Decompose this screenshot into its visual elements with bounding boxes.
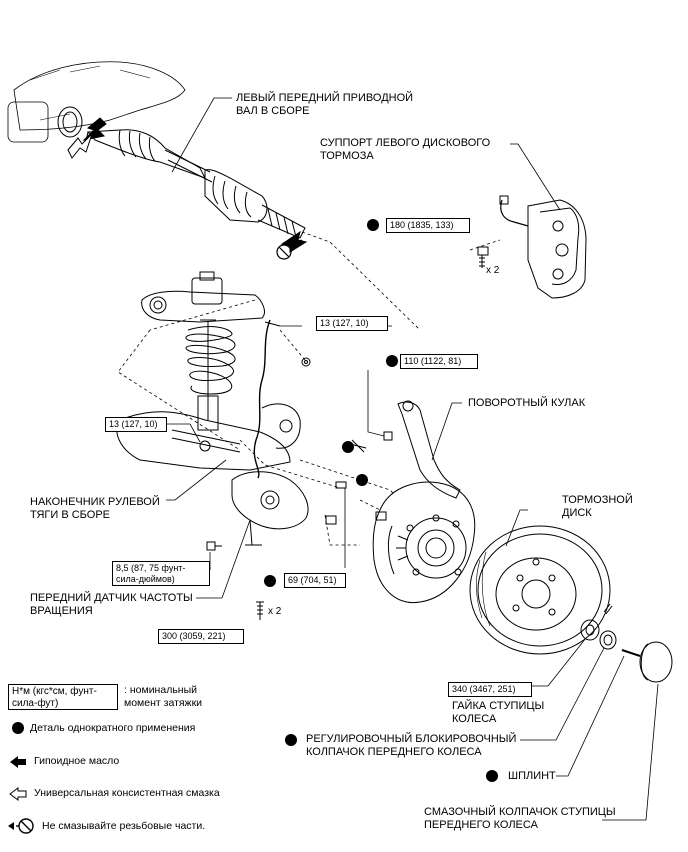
torque-lower-bolt: 300 (3059, 221) bbox=[158, 629, 244, 644]
tie-rod-end-label: НАКОНЕЧНИК РУЛЕВОЙ ТЯГИ В СБОРЕ bbox=[30, 496, 160, 521]
legend-unit-box: Н*м (кгс*см, фунт- сила-фут) bbox=[8, 684, 118, 710]
single-use-dot-lower-nut bbox=[264, 575, 276, 587]
knuckle-drawing bbox=[325, 400, 476, 604]
leader-lines bbox=[160, 97, 659, 821]
drive-shaft-label: ЛЕВЫЙ ПЕРЕДНИЙ ПРИВОДНОЙ ВАЛ В СБОРЕ bbox=[236, 92, 414, 117]
knuckle-label: ПОВОРОТНЫЙ КУЛАК bbox=[468, 397, 586, 409]
caliper-label: СУППОРТ ЛЕВОГО ДИСКОВОГО ТОРМОЗА bbox=[320, 137, 491, 162]
torque-hub-nut: 340 (3467, 251) bbox=[448, 682, 532, 697]
legend-grease: Универсальная консистентная смазка bbox=[34, 787, 220, 799]
lock-cap-label: РЕГУЛИРОВОЧНЫЙ БЛОКИРОВОЧНЫЙ КОЛПАЧОК ПЕ… bbox=[306, 733, 517, 758]
hub-nut-label: ГАЙКА СТУПИЦЫ КОЛЕСА bbox=[452, 700, 545, 725]
brake-disc-drawing bbox=[469, 525, 611, 655]
drive-shaft-drawing bbox=[7, 61, 306, 239]
lubrication-arrows bbox=[67, 117, 308, 253]
caliper-drawing bbox=[477, 195, 587, 299]
caliper-bolt-qty: x 2 bbox=[486, 265, 500, 276]
legend-no-lube: Не смазывайте резьбовые части. bbox=[42, 820, 206, 832]
single-use-dot-knuckle-pin bbox=[342, 441, 354, 453]
single-use-dot-knuckle-bolt bbox=[356, 474, 368, 486]
cotter-pin-label: ШПЛИНТ bbox=[508, 770, 556, 782]
hub-parts-drawing bbox=[580, 603, 673, 683]
strut-assembly-drawing bbox=[116, 271, 311, 620]
legend-single-use: Деталь однократного применения bbox=[30, 722, 196, 734]
lower-bolt-qty: x 2 bbox=[268, 606, 282, 617]
single-use-dot-lock-cap bbox=[285, 734, 297, 746]
torque-sensor-clamp: 13 (127, 10) bbox=[316, 316, 388, 331]
legend-hypoid-oil: Гипоидное масло bbox=[34, 755, 120, 767]
torque-tie-rod: 13 (127, 10) bbox=[105, 417, 167, 432]
speed-sensor-label: ПЕРЕДНИЙ ДАТЧИК ЧАСТОТЫ ВРАЩЕНИЯ bbox=[30, 592, 193, 617]
torque-sensor-bolt: 8,5 (87, 75 фунт- сила-дюймов) bbox=[112, 561, 210, 586]
single-use-dot-caliper-bolt bbox=[367, 219, 379, 231]
brake-disc-label: ТОРМОЗНОЙ ДИСК bbox=[562, 494, 633, 519]
torque-knuckle-bolt: 69 (704, 51) bbox=[284, 573, 346, 588]
single-use-dot-knuckle-nut bbox=[386, 355, 398, 367]
torque-knuckle-nut: 110 (1122, 81) bbox=[400, 354, 478, 369]
grease-cap-label: СМАЗОЧНЫЙ КОЛПАЧОК СТУПИЦЫ ПЕРЕДНЕГО КОЛ… bbox=[424, 806, 616, 831]
single-use-dot-cotter-pin bbox=[486, 770, 498, 782]
legend-symbols bbox=[8, 722, 34, 834]
legend-unit-description: : номинальный момент затяжки bbox=[124, 684, 203, 709]
torque-caliper-bolt: 180 (1835, 133) bbox=[386, 218, 470, 233]
